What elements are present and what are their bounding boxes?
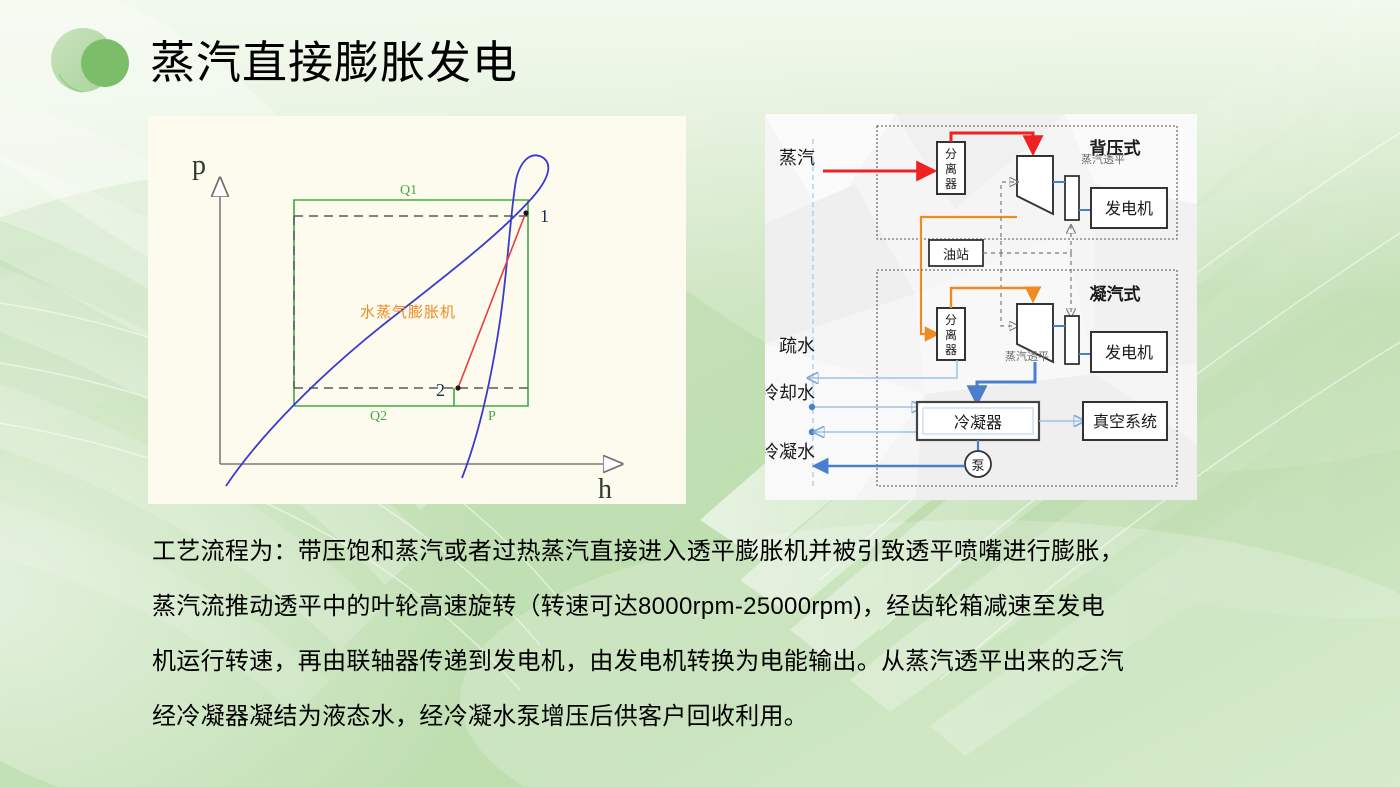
steam-to-turbine-top (949, 131, 1044, 157)
turbine-top-label: 蒸汽透平 (1081, 152, 1125, 166)
overlapping-circles-logo (51, 28, 129, 93)
x-axis-label: h (598, 474, 612, 504)
cooling-water-in-node (808, 403, 816, 411)
oil-feed-bottom (919, 282, 941, 342)
steam-to-turbine-bottom (949, 286, 1042, 308)
ph-diagram-panel: p h Q1 Q2 P 1 2 水蒸气膨胀机 (148, 116, 686, 504)
condenser-label: 冷凝器 (954, 414, 1002, 432)
label-expander: 水蒸气膨胀机 (360, 304, 456, 321)
generator-bottom-label: 发电机 (1105, 344, 1153, 362)
generator-top-box (1090, 187, 1168, 229)
isobar-dashed-lines (293, 215, 528, 389)
page-title: 蒸汽直接膨胀发电 (150, 37, 519, 88)
separator-top-label: 分 (945, 147, 957, 161)
state-point-2 (455, 385, 461, 391)
label-steam-inlet: 蒸汽 (779, 148, 815, 168)
turbine-bottom-shape (1016, 303, 1054, 364)
section-condensing-label: 凝汽式 (1090, 284, 1141, 304)
cooling-water-out-node (808, 428, 816, 436)
pump-label: 泵 (971, 458, 984, 473)
separator-bottom-label: 分 (945, 313, 957, 327)
state-point-1 (523, 210, 529, 216)
label-drain-water: 疏水 (779, 336, 815, 356)
body-line-2: 蒸汽流推动透平中的叶轮高速旋转（转速可达8000rpm-25000rpm)，经齿… (152, 593, 1105, 620)
exhaust-to-condenser (966, 362, 1037, 407)
label-state-2: 2 (436, 380, 445, 400)
label-condensate: 冷凝水 (765, 442, 815, 462)
svg-text:器: 器 (945, 177, 957, 191)
section-back-pressure-label: 背压式 (1090, 138, 1141, 158)
expansion-line (457, 211, 527, 389)
svg-text:离: 离 (945, 327, 957, 342)
oil-station-label: 油站 (943, 247, 969, 262)
label-p: P (488, 409, 496, 424)
generator-top-label: 发电机 (1105, 200, 1153, 218)
chart-axes (220, 178, 622, 464)
label-state-1: 1 (540, 206, 549, 226)
oil-return-top (919, 215, 1017, 282)
body-paragraph: 工艺流程为：带压饱和蒸汽或者过热蒸汽直接进入透平膨胀机并被引致透平喷嘴进行膨胀，… (152, 524, 1272, 744)
slide-header: 蒸汽直接膨胀发电 (0, 0, 1400, 110)
svg-text:器: 器 (945, 343, 957, 357)
label-cooling-water: 冷却水 (765, 383, 815, 403)
y-axis-label: p (192, 150, 206, 181)
label-q1: Q1 (400, 183, 417, 198)
condenser-tube-bundle (922, 407, 1034, 435)
process-flow-panel: 背压式 蒸汽 分 离 器 蒸汽透平 发电机 油站 (765, 114, 1197, 500)
vacuum-system-box (1082, 401, 1168, 441)
generator-bottom-box (1090, 331, 1168, 373)
drain-water-line (809, 360, 958, 378)
ph-diagram-chart: p h Q1 Q2 P 1 2 水蒸气膨胀机 (192, 150, 686, 504)
turbine-bottom-label: 蒸汽透平 (1005, 349, 1049, 363)
process-flow-diagram: 背压式 蒸汽 分 离 器 蒸汽透平 发电机 油站 (765, 114, 1197, 500)
vacuum-system-label: 真空系统 (1093, 413, 1157, 431)
body-line-3: 机运行转速，再由联轴器传递到发电机，由发电机转换为电能输出。从蒸汽透平出来的乏汽 (152, 648, 1124, 675)
saturation-dome-curve (225, 154, 550, 487)
logo-circle-front (81, 39, 129, 87)
label-q2: Q2 (370, 409, 387, 424)
gearbox-bottom-box (1064, 315, 1080, 365)
svg-text:离: 离 (945, 161, 957, 176)
gearbox-top-box (1064, 175, 1080, 221)
section-back-pressure-frame (876, 125, 1178, 240)
body-line-4: 经冷凝器凝结为液态水，经冷凝水泵增压后供客户回收利用。 (152, 703, 809, 730)
control-signal-lines (983, 182, 1071, 326)
body-line-1: 工艺流程为：带压饱和蒸汽或者过热蒸汽直接进入透平膨胀机并被引致透平喷嘴进行膨胀， (152, 538, 1124, 565)
separator-top-box (936, 141, 966, 195)
pump-symbol (964, 450, 992, 478)
